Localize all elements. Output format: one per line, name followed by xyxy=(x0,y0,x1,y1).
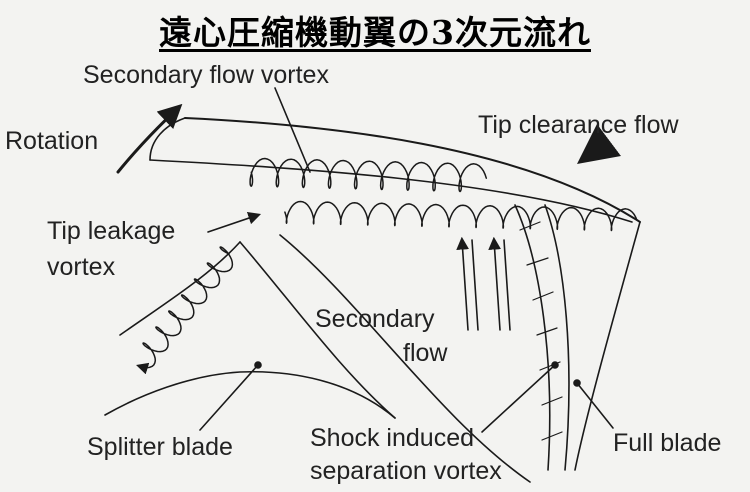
leader-splitter xyxy=(199,364,259,431)
rotation-arrow xyxy=(116,103,183,174)
label-tip-clearance-flow: Tip clearance flow xyxy=(478,111,679,139)
secondary-flow-arrow-1 xyxy=(456,236,470,331)
vortexB-path xyxy=(284,200,638,232)
tip-clearance-vortex-coil xyxy=(284,200,638,232)
secondary-flow-guide-2 xyxy=(503,239,511,331)
dot-splitter xyxy=(254,361,262,369)
full-blade-leading-cap xyxy=(149,117,186,161)
splitter-blade-leading xyxy=(239,241,396,419)
label-tip-leakage-vortex-line2: vortex xyxy=(47,253,116,281)
label-secondary-flow-line1: Secondary xyxy=(315,305,435,333)
shock-vortex-left xyxy=(514,204,551,471)
leader-tip-leakage xyxy=(207,212,262,233)
vortexC-path xyxy=(136,246,234,375)
leader-secondary-vortex xyxy=(274,87,311,173)
label-secondary-flow-vortex: Secondary flow vortex xyxy=(83,61,329,89)
tip-leakage-vortex-coil xyxy=(136,246,234,375)
label-splitter-blade: Splitter blade xyxy=(87,433,233,461)
splitter-blade-hub xyxy=(104,370,396,419)
full-blade-trailing-edge xyxy=(574,221,641,471)
label-full-blade: Full blade xyxy=(613,429,722,457)
full-blade-shroud-edge xyxy=(184,117,641,223)
label-secondary-flow-line2: flow xyxy=(403,339,448,367)
label-shock-line1: Shock induced xyxy=(310,424,475,452)
shock-vortex-hatch xyxy=(519,221,563,441)
leader-shock xyxy=(481,364,556,433)
label-shock-line2: separation vortex xyxy=(310,457,502,485)
tip-clearance-arrow xyxy=(577,124,621,164)
secondary-flow-vortex-coil xyxy=(249,157,488,193)
page-title: 遠心圧縮機動翼の3次元流れ xyxy=(159,13,591,52)
shock-vortex-right xyxy=(544,204,570,471)
leader-full-blade xyxy=(576,382,614,429)
vortexA-path xyxy=(249,157,488,193)
dot-shock xyxy=(551,361,559,369)
label-rotation: Rotation xyxy=(5,127,99,155)
full-blade-shroud-edge-inner xyxy=(149,159,633,223)
secondary-flow-guide-1 xyxy=(471,239,479,331)
splitter-blade-edge xyxy=(119,241,241,336)
full-blade-leading-edge xyxy=(279,234,531,483)
secondary-flow-arrow-2 xyxy=(488,236,502,331)
label-tip-leakage-vortex-line1: Tip leakage xyxy=(47,217,176,245)
dot-full-blade xyxy=(573,379,581,387)
